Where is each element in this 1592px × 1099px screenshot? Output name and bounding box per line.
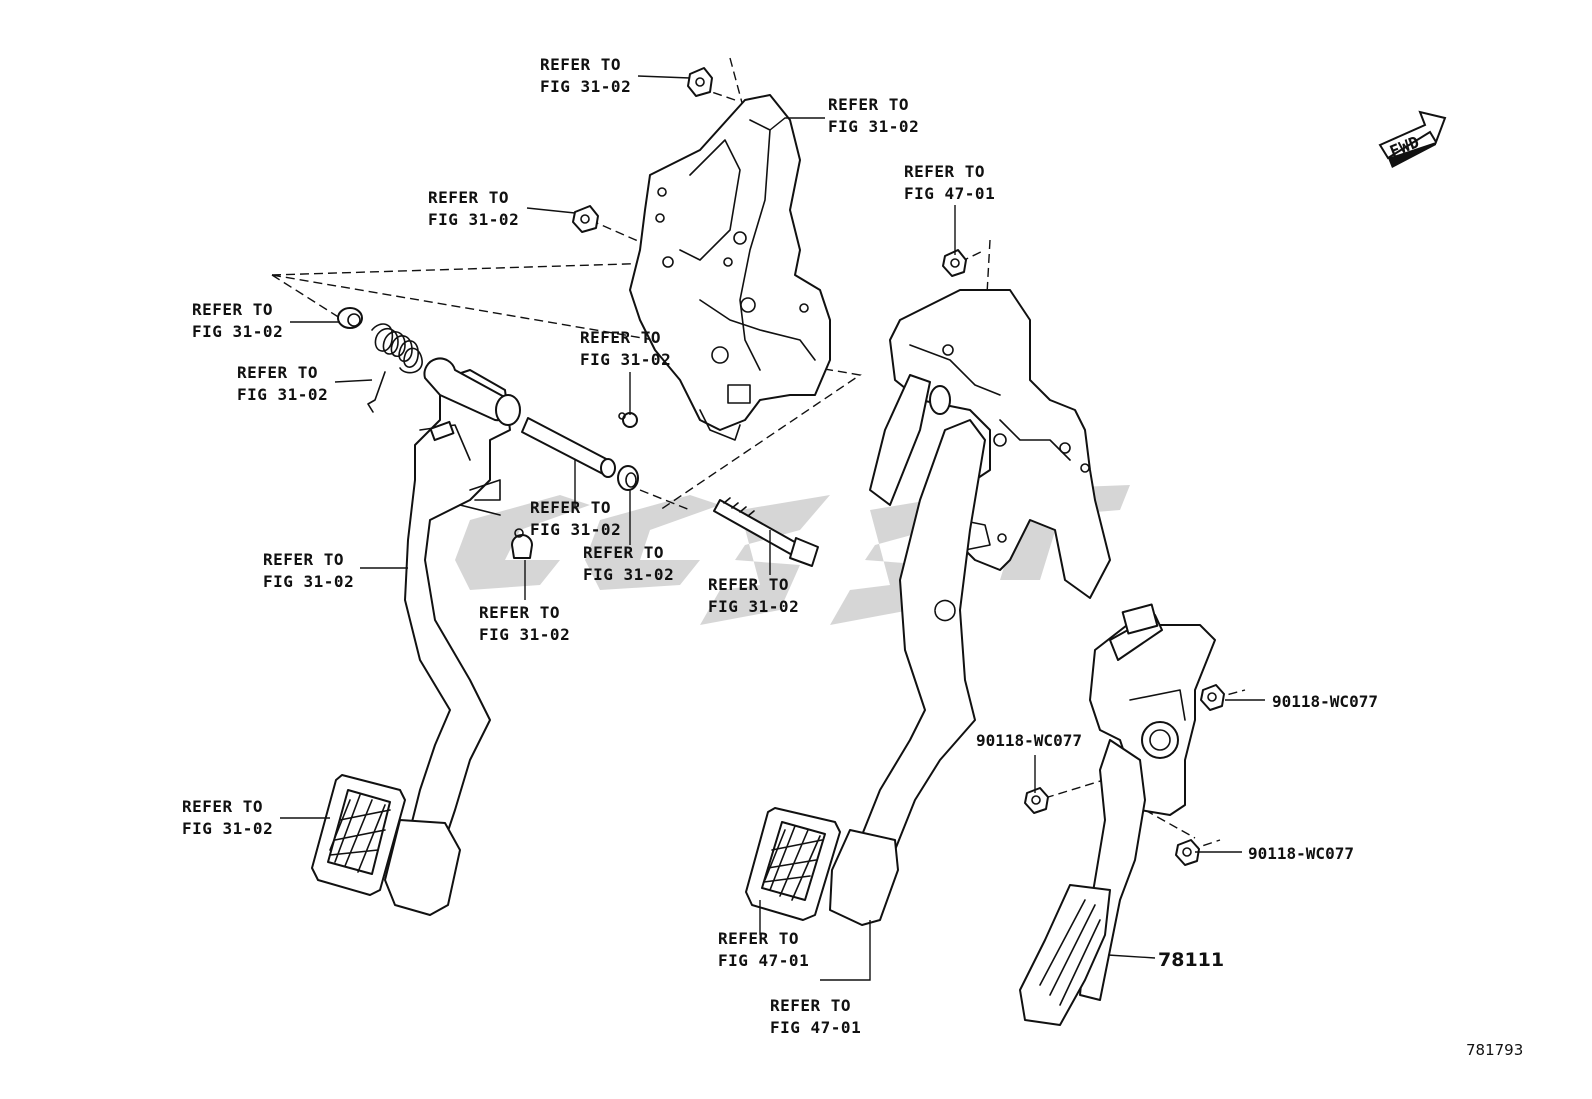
- callout-refer-clutch-pad: REFER TO FIG 31-02: [182, 797, 273, 838]
- part-number-nut-lower: 90118-WC077: [1248, 844, 1354, 863]
- callout-refer-top: REFER TO FIG 31-02: [540, 55, 631, 96]
- callout-refer-shaft: REFER TO FIG 31-02: [530, 498, 621, 539]
- callout-refer-bolt: REFER TO FIG 31-02: [708, 575, 799, 616]
- brake-pedal-arm: [829, 419, 986, 926]
- svg-text:FIG 31-02: FIG 31-02: [540, 77, 631, 96]
- callout-refer-clip-lower: REFER TO FIG 31-02: [479, 603, 570, 644]
- svg-text:FIG 31-02: FIG 31-02: [192, 322, 283, 341]
- leader-lines: [280, 75, 1265, 981]
- svg-text:FIG 31-02: FIG 31-02: [583, 565, 674, 584]
- callout-refer-nut-left: REFER TO FIG 31-02: [428, 188, 519, 229]
- svg-text:FIG 31-02: FIG 31-02: [237, 385, 328, 404]
- svg-text:REFER TO: REFER TO: [263, 550, 344, 569]
- callout-refer-brake-pad: REFER TO FIG 47-01: [718, 929, 809, 970]
- pivot-shaft: [521, 417, 616, 478]
- callout-refer-bushing: REFER TO FIG 31-02: [192, 300, 283, 341]
- svg-text:REFER TO: REFER TO: [479, 603, 560, 622]
- fwd-arrow-icon: FWD: [1378, 110, 1447, 168]
- svg-text:FIG 31-02: FIG 31-02: [479, 625, 570, 644]
- clutch-pedal-pad: [311, 774, 406, 896]
- svg-text:REFER TO: REFER TO: [540, 55, 621, 74]
- svg-text:REFER TO: REFER TO: [192, 300, 273, 319]
- bushing-left: [337, 307, 363, 329]
- nut-accelerator-lower: [1175, 839, 1200, 866]
- callout-refer-bracket-top: REFER TO FIG 31-02: [828, 95, 919, 136]
- nut-upper-left: [572, 205, 599, 233]
- illustration-number: 781793: [1466, 1041, 1523, 1059]
- part-number-nut-left: 90118-WC077: [976, 731, 1082, 750]
- nut-accelerator-upper: [1200, 684, 1225, 711]
- svg-text:FIG 31-02: FIG 31-02: [530, 520, 621, 539]
- callout-refer-brake-arm: REFER TO FIG 47-01: [770, 996, 861, 1037]
- svg-text:REFER TO: REFER TO: [182, 797, 263, 816]
- svg-text:FIG 31-02: FIG 31-02: [828, 117, 919, 136]
- svg-text:FIG 31-02: FIG 31-02: [580, 350, 671, 369]
- svg-text:REFER TO: REFER TO: [904, 162, 985, 181]
- mounting-bolt: [713, 497, 819, 567]
- svg-text:FIG 31-02: FIG 31-02: [708, 597, 799, 616]
- nut-top: [687, 67, 713, 97]
- svg-text:FIG 31-02: FIG 31-02: [428, 210, 519, 229]
- clip-small-lower: [511, 528, 533, 559]
- svg-text:REFER TO: REFER TO: [530, 498, 611, 517]
- svg-text:REFER TO: REFER TO: [828, 95, 909, 114]
- pivot-collar: [617, 465, 639, 491]
- svg-text:REFER TO: REFER TO: [428, 188, 509, 207]
- callout-refer-collar: REFER TO FIG 31-02: [583, 543, 674, 584]
- svg-text:FIG 31-02: FIG 31-02: [263, 572, 354, 591]
- callout-refer-clutch-arm: REFER TO FIG 31-02: [263, 550, 354, 591]
- return-spring: [367, 323, 423, 413]
- callout-refer-brake-nut: REFER TO FIG 47-01: [904, 162, 995, 203]
- svg-text:FIG 47-01: FIG 47-01: [718, 951, 809, 970]
- svg-text:FIG 47-01: FIG 47-01: [904, 184, 995, 203]
- nut-brake-bracket: [942, 249, 967, 277]
- svg-text:REFER TO: REFER TO: [770, 996, 851, 1015]
- clip-small-upper: [618, 412, 638, 428]
- svg-text:REFER TO: REFER TO: [237, 363, 318, 382]
- accelerator-pedal-assembly: [1019, 603, 1216, 1026]
- svg-text:REFER TO: REFER TO: [708, 575, 789, 594]
- svg-text:REFER TO: REFER TO: [718, 929, 799, 948]
- callout-refer-clip-upper: REFER TO FIG 31-02: [580, 328, 671, 369]
- part-number-accelerator-pedal: 78111: [1158, 949, 1224, 971]
- part-number-nut-upper: 90118-WC077: [1272, 692, 1378, 711]
- svg-text:FIG 31-02: FIG 31-02: [182, 819, 273, 838]
- nut-accelerator-left: [1024, 787, 1049, 814]
- clutch-pedal-arm: [384, 357, 521, 916]
- brake-pedal-bracket: [869, 289, 1111, 599]
- svg-text:REFER TO: REFER TO: [583, 543, 664, 562]
- svg-text:FIG 47-01: FIG 47-01: [770, 1018, 861, 1037]
- svg-text:REFER TO: REFER TO: [580, 328, 661, 347]
- brake-pedal-pad: [745, 807, 841, 921]
- clutch-pedal-bracket: [629, 94, 831, 441]
- callout-refer-spring: REFER TO FIG 31-02: [237, 363, 328, 404]
